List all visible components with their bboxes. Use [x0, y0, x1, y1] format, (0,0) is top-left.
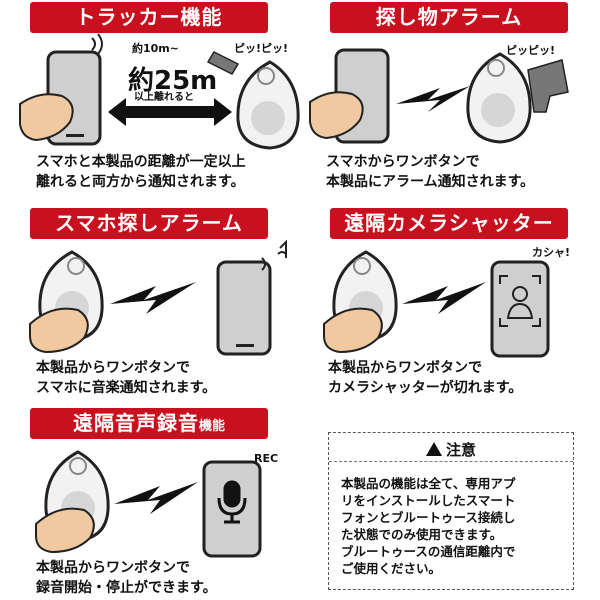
remote-shutter-caption-line: カメラシャッターが切れます。 [328, 380, 523, 396]
phone-icon [202, 460, 262, 558]
remote-shutter-caption-line: 本製品からワンボタンで [328, 360, 482, 376]
notice-divider [329, 461, 573, 462]
banner-remote-shutter: 遠隔カメラシャッター [330, 208, 568, 239]
distance-big-label: 約25m [128, 66, 218, 96]
remote-shutter-illustration [323, 250, 550, 358]
panel-tracker: トラッカー機能 約10m~ 約25m 以上離れると ピッ!ピッ! スマホと本製品… [0, 0, 300, 200]
notice-line: リをインストールしたスマート [341, 493, 516, 508]
lost-item-illustration [309, 48, 569, 144]
hand-icon [35, 507, 95, 554]
voice-record-illustration [35, 450, 262, 558]
lightning-icon [396, 86, 470, 112]
notice-line: 本製品の機能は全て、専用アプ [341, 476, 516, 491]
tracker-sound-label: ピッ!ピッ! [234, 42, 289, 55]
voice-record-caption-line: 本製品からワンボタンで [36, 560, 190, 576]
notice-line: ブルートゥースの通信距離内で [341, 544, 516, 559]
phone-icon [216, 260, 272, 356]
panel-remote-shutter: 遠隔カメラシャッター カシャ! 本製品からワンボタンで カメラシャッターが切れま… [300, 200, 600, 400]
notice-body: 本製品の機能は全て、専用アプ リをインストールしたスマート フォンとブルートゥー… [341, 475, 567, 577]
banner-tracker-label: トラッカー機能 [75, 5, 223, 29]
lightning-icon [114, 482, 198, 514]
hand-icon [19, 93, 74, 142]
tracker-caption-line: 離れると両方から通知されます。 [36, 174, 245, 190]
notice-line: フォンとブルートゥース接続し [341, 510, 516, 525]
notice-title: 注意 [329, 439, 573, 460]
phone-finder-caption-line: スマホに音楽通知されます。 [36, 380, 217, 396]
banner-voice-record-suffix: 機能 [198, 419, 225, 434]
voice-record-caption-line: 録音開始・停止ができます。 [36, 580, 217, 596]
lightning-icon [402, 282, 486, 314]
lost-item-sound-label: ピッピッ! [506, 44, 556, 57]
phone-finder-illustration [29, 239, 287, 356]
hand-icon [29, 307, 89, 354]
lightning-icon [110, 282, 196, 314]
banner-tracker: トラッカー機能 [30, 2, 268, 33]
sound-icon [91, 33, 103, 55]
banner-phone-finder: スマホ探しアラーム [30, 208, 268, 239]
key-icon [206, 51, 240, 75]
notice-line: た状態でのみ使用できます。 [341, 527, 503, 542]
panel-phone-finder: スマホ探しアラーム 本製品からワンボタンで スマホに音楽通知されます。 [0, 200, 300, 400]
lost-item-caption-line: スマホからワンボタンで [326, 154, 480, 170]
phone-icon [490, 260, 550, 358]
double-arrow-icon [108, 98, 232, 126]
remote-shutter-caption: 本製品からワンボタンで カメラシャッターが切れます。 [328, 358, 522, 398]
rec-label: REC [254, 452, 279, 465]
notice-title-text: 注意 [445, 441, 476, 459]
hand-icon [309, 91, 364, 140]
distance-top-label: 約10m~ [132, 42, 179, 55]
banner-phone-finder-label: スマホ探しアラーム [55, 211, 243, 235]
tracker-caption: スマホと本製品の距離が一定以上 離れると両方から通知されます。 [36, 152, 246, 192]
lost-item-caption: スマホからワンボタンで 本製品にアラーム通知されます。 [326, 152, 534, 192]
hand-icon [323, 307, 383, 354]
panel-lost-item: 探し物アラーム ピッピッ! スマホからワンボタンで 本製品にアラーム通知されます… [300, 0, 600, 200]
tracker-illustration [19, 33, 300, 150]
banner-lost-item: 探し物アラーム [330, 2, 568, 33]
banner-voice-record-label: 遠隔音声録音 [72, 411, 199, 435]
music-note-icon [261, 239, 287, 271]
banner-voice-record: 遠隔音声録音機能 [30, 408, 268, 439]
notice-line: ご使用ください。 [341, 561, 442, 576]
banner-lost-item-label: 探し物アラーム [375, 5, 523, 29]
warning-icon [425, 442, 442, 456]
voice-record-caption: 本製品からワンボタンで 録音開始・停止ができます。 [36, 558, 217, 598]
phone-finder-caption: 本製品からワンボタンで スマホに音楽通知されます。 [36, 358, 216, 398]
lost-item-caption-line: 本製品にアラーム通知されます。 [326, 174, 535, 190]
notice-box: 注意 本製品の機能は全て、専用アプ リをインストールしたスマート フォンとブルー… [328, 432, 574, 590]
phone-finder-caption-line: 本製品からワンボタンで [36, 360, 190, 376]
distance-bottom-label: 以上離れると [134, 92, 194, 103]
panel-voice-record: 遠隔音声録音機能 REC 本製品からワンボタンで 録音開始・停止ができます。 [0, 400, 300, 600]
banner-remote-shutter-label: 遠隔カメラシャッター [344, 211, 554, 235]
key-icon [527, 59, 569, 113]
microphone-icon [217, 480, 247, 524]
shutter-sound-label: カシャ! [532, 246, 571, 259]
tracker-caption-line: スマホと本製品の距離が一定以上 [36, 154, 246, 170]
camera-frame-icon [499, 275, 541, 327]
